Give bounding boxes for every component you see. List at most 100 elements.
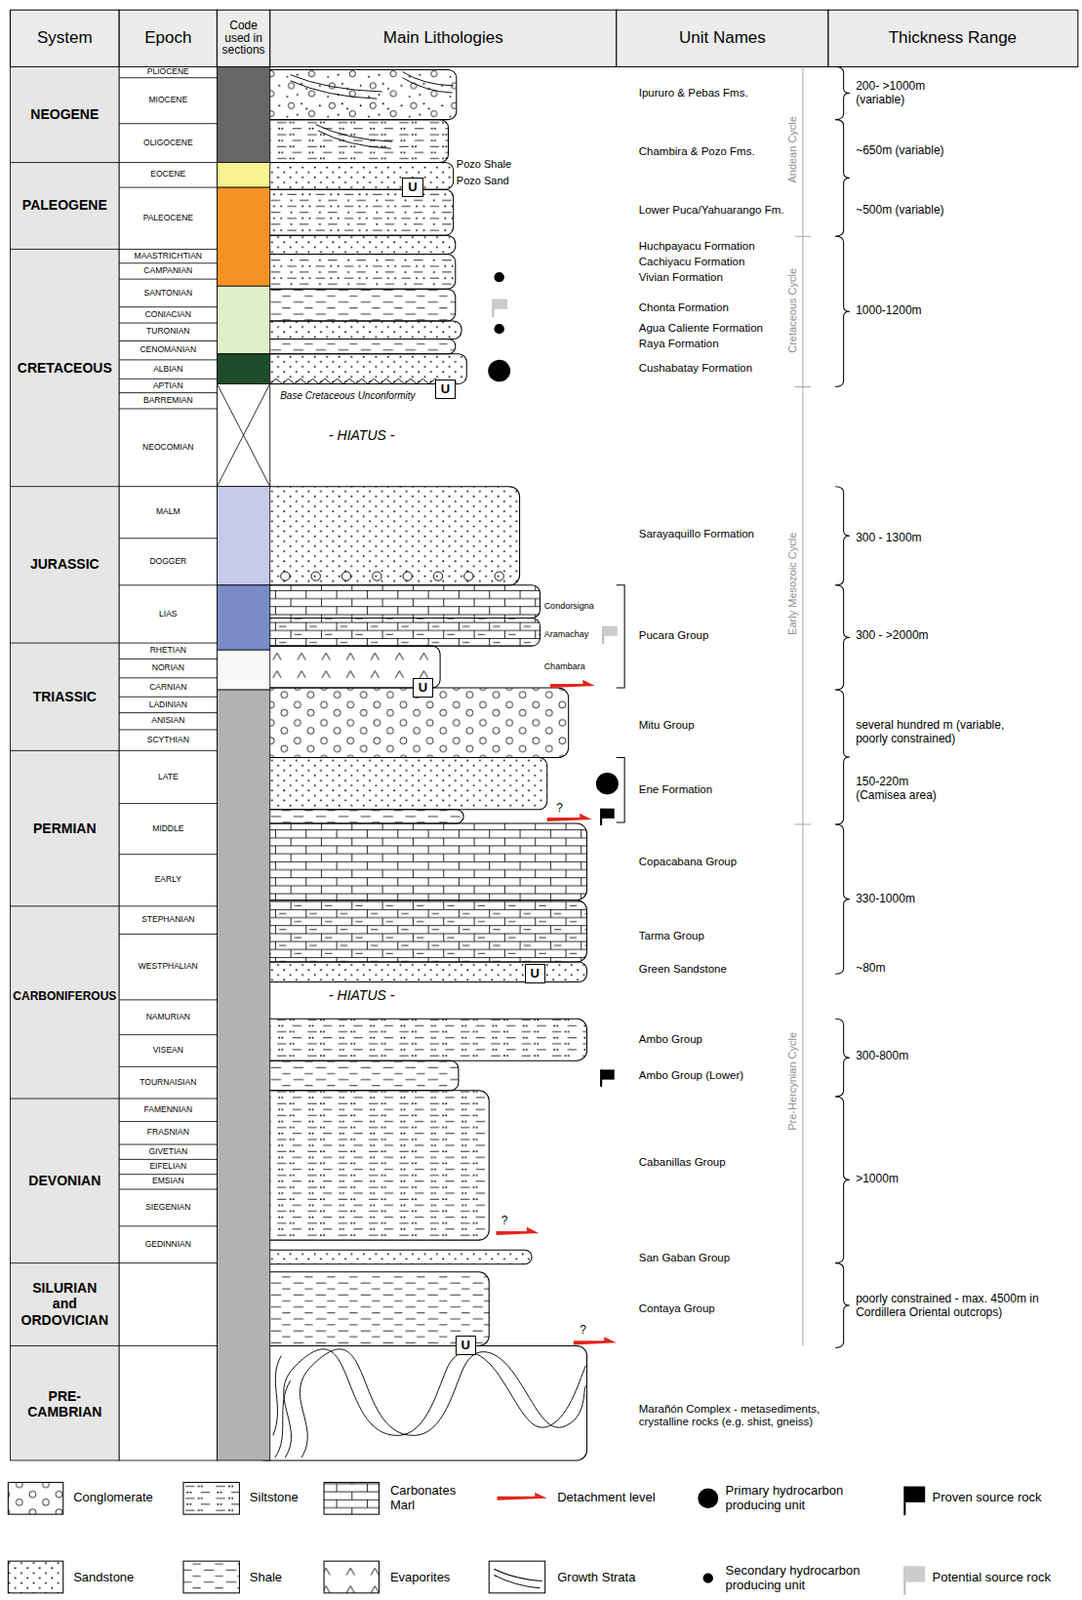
- code-column-part: [216, 649, 270, 690]
- legend-text: Growth Strata: [557, 1570, 636, 1586]
- lithology-details-part: [273, 1356, 291, 1458]
- detachment-arrows-part: [496, 1227, 540, 1236]
- uncertainty-mark: ?: [579, 1323, 587, 1338]
- epoch-cell: PALEOCENE: [143, 213, 194, 224]
- unit-name: Marañón Complex - metasediments, crystal…: [639, 1402, 839, 1429]
- epoch-cell: DOGGER: [149, 557, 187, 567]
- unit-name: Copacabana Group: [639, 855, 737, 869]
- time-columns: [9, 66, 217, 1460]
- epoch-cell: VISEAN: [153, 1045, 184, 1056]
- lithology-units-part: [254, 235, 456, 254]
- header-cell: Main Lithologies: [383, 28, 504, 48]
- epoch-cell: CONIACIAN: [145, 310, 192, 321]
- unit-name: Tarma Group: [639, 929, 705, 943]
- unit-name: Sarayaquillo Formation: [639, 527, 755, 541]
- lithology-details-part: [290, 72, 454, 100]
- lithology-details-part-part: [433, 571, 442, 581]
- time-columns-part: [119, 66, 217, 1460]
- legend-text: Detachment level: [557, 1490, 655, 1506]
- epoch-cell: LADINIAN: [149, 700, 188, 711]
- legend-text: Sandstone: [73, 1570, 134, 1586]
- lithology-units: [254, 70, 587, 1461]
- epoch-cell: EARLY: [155, 875, 182, 885]
- code-column-part: [216, 162, 270, 189]
- epoch-cell: TURONIAN: [146, 326, 190, 337]
- lithology-units-part: [254, 809, 464, 824]
- unit-name: Ene Formation: [639, 783, 713, 797]
- cycle-label: Andean Cycle: [786, 116, 800, 184]
- code-column-part: [216, 689, 270, 1461]
- time-columns-part: [9, 162, 217, 1347]
- cycle-line-part: [795, 66, 812, 1346]
- thickness-range: poorly constrained - max. 4500m in Cordi…: [855, 1292, 1049, 1321]
- code-column: [216, 66, 270, 1460]
- unconformity-letter: U: [418, 680, 428, 696]
- epoch-cell: LIAS: [159, 609, 177, 620]
- epoch-cell: BARREMIAN: [143, 396, 194, 406]
- lithology-details-part-part: [372, 571, 382, 581]
- unconformity-letter: U: [530, 965, 540, 982]
- legend-samples-part: [904, 1486, 925, 1503]
- legend-samples-part: [697, 1488, 719, 1509]
- detachment-arrows-part: [573, 1336, 617, 1345]
- thickness-range: 150-220m (Camisea area): [855, 775, 943, 803]
- epoch-cell: MALM: [156, 507, 181, 518]
- lithology-details-part-part: [280, 571, 290, 581]
- brackets-part: [835, 585, 850, 690]
- code-column-part: [216, 585, 270, 650]
- legend-samples-part: [7, 1561, 63, 1594]
- thickness-range: several hundred m (variable, poorly cons…: [855, 719, 1035, 747]
- brackets-part: [835, 66, 850, 120]
- detachment-arrows-part: [550, 680, 596, 688]
- code-column-part: [216, 383, 270, 486]
- unit-name: Chonta Formation: [639, 301, 729, 315]
- unit-name: Huchpayacu Formation: [639, 240, 756, 253]
- lithology-details-part: [316, 124, 393, 150]
- brackets-part: [835, 1263, 850, 1349]
- lithology-units-part: [254, 254, 456, 290]
- lithology-units-part: [254, 585, 540, 619]
- unconformity-box: U: [412, 678, 434, 698]
- legend-samples: [7, 1482, 925, 1595]
- unit-name: San Gaban Group: [639, 1251, 730, 1265]
- lithology-units-part: [254, 120, 448, 163]
- lithology-label: Pozo Sand: [456, 174, 510, 188]
- lithology-details: [270, 72, 587, 1458]
- legend-samples-part: [497, 1492, 548, 1501]
- brackets-part: [835, 486, 850, 586]
- epoch-cell: PLIOCENE: [147, 67, 190, 78]
- legend-text: Potential source rock: [931, 1570, 1050, 1586]
- lithology-details-part-part: [341, 571, 351, 581]
- header-cells: [9, 9, 1078, 67]
- hydrocarbon-symbols-part: [601, 1069, 615, 1080]
- header-cells-part: [828, 9, 1079, 67]
- epoch-cell: MAASTRICHTIAN: [134, 251, 202, 262]
- lithology-details-part-part: [311, 571, 321, 581]
- epoch-cell: CARNIAN: [149, 682, 187, 693]
- lithology-units-part: [254, 486, 521, 586]
- brackets-part: [835, 1096, 850, 1264]
- legend-text: Siltstone: [249, 1490, 299, 1506]
- unconformity-box: U: [524, 963, 546, 984]
- epoch-cell: NEOCOMIAN: [142, 442, 194, 453]
- thickness-range: ~80m: [855, 961, 885, 976]
- hydrocarbon-symbols-part: [487, 360, 511, 382]
- epoch-cell: NAMURIAN: [146, 1012, 191, 1023]
- epoch-cell: APTIAN: [153, 381, 184, 392]
- legend-text: Shale: [249, 1570, 282, 1586]
- legend-samples-part: [488, 1561, 545, 1594]
- epoch-cell: RHETIAN: [150, 645, 187, 656]
- unit-name: Cabanillas Group: [639, 1156, 726, 1169]
- header-cell: Thickness Range: [888, 28, 1017, 48]
- member-label: Aramachay: [544, 629, 590, 640]
- system-cell: NEOGENE: [30, 106, 99, 122]
- code-column-part: [216, 486, 270, 586]
- code-column-part: [216, 354, 270, 385]
- unit-name: Ipururo & Pebas Fms.: [639, 86, 749, 100]
- epoch-cell: NORIAN: [152, 663, 185, 674]
- unconformity-letter: U: [461, 1337, 471, 1354]
- lithology-units-part: [254, 900, 587, 962]
- thickness-range: 1000-1200m: [855, 304, 922, 319]
- system-cell: CARBONIFEROUS: [12, 990, 117, 1004]
- system-cell: PERMIAN: [33, 820, 97, 837]
